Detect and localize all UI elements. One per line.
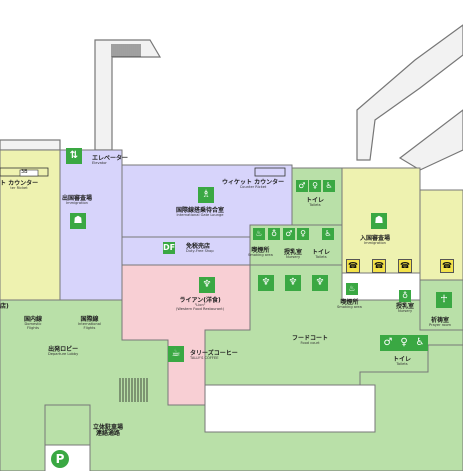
baby-bottle-icon: ♁: [268, 228, 280, 240]
telephone-icon: ☎: [440, 259, 454, 273]
duty-free-zone: [121, 236, 251, 266]
baby-bottle-icon: ♁: [399, 290, 411, 302]
intl-lounge-label: 国際線搭乗待合室 International Gate Lounge: [176, 207, 225, 218]
stairs-bottom: [119, 378, 148, 402]
prayer-label: 祈祷室 Prayer room: [429, 317, 452, 328]
prayer-icon: ☥: [436, 292, 452, 308]
parking-link-label: 立体駐車場 連絡通路: [93, 424, 124, 438]
toilet-lower-label: トイレ Toilets: [393, 356, 412, 367]
telephone-icon: ☎: [372, 259, 386, 273]
room-3b-label: 3B: [21, 169, 28, 175]
telephone-icon: ☎: [398, 259, 412, 273]
food-court-label: フードコート Food court: [292, 335, 329, 346]
toilet-icon: ♀: [309, 180, 321, 192]
parking-icon: P: [51, 450, 69, 468]
international-label: 国際線 International Flights: [78, 316, 101, 331]
toilet-icon: ♂: [296, 180, 308, 192]
toilet-upper-label: トイレ Toilets: [306, 197, 325, 208]
duty-free-label: 免税売店 Duty-Free Shop: [186, 243, 214, 254]
immigration-officer-icon: ☗: [371, 213, 387, 229]
telephone-icon: ☎: [346, 259, 360, 273]
fork-knife-icon: ♆: [258, 275, 274, 291]
elevator-label: エレベーター Elevator: [92, 155, 129, 166]
parking-corridor: [44, 404, 91, 446]
coffee-cup-icon: ☕: [168, 346, 184, 362]
toilet-icon: ♂: [283, 228, 295, 240]
elevator-icon: ⇅: [66, 148, 82, 164]
wheelchair-icon: ♿: [322, 228, 334, 240]
counter-left-label: ト カウンター ter Ricket: [0, 180, 39, 191]
smoking-icon: ♨: [346, 283, 358, 295]
immigration-right-label: 入国審査場 Immigration: [360, 235, 391, 246]
duty-free-bag-icon: DF: [163, 242, 176, 254]
toilet-icon: ♀: [297, 228, 309, 240]
wheelchair-icon: ♿: [412, 335, 428, 351]
smoking-icon: ♨: [253, 228, 265, 240]
wheelchair-icon: ♿: [323, 180, 335, 192]
toilet-icon: ♂: [380, 335, 396, 351]
nursery-right-label: 授乳室 Nursery: [396, 303, 415, 314]
food-court-zone: [204, 264, 463, 386]
departure-lobby-label: 出発ロビー Departure Lobby: [48, 346, 79, 357]
smoking-right-label: 喫煙所 Smoking area: [337, 299, 362, 310]
stairs-top: [111, 44, 141, 57]
left-cut-label: 店): [0, 303, 9, 310]
restaurant-label: ライアン(洋食) "Lion" (Western Food Restaurant…: [176, 297, 225, 312]
cafe-label: タリーズコーヒー TALLY'S COFFEE: [190, 350, 238, 361]
counter-desk-right: [254, 167, 286, 177]
toilet-icon: ♀: [396, 335, 412, 351]
fork-knife-icon: ♆: [312, 275, 328, 291]
structure-outline: [0, 24, 463, 171]
immigration-left-label: 出国審査場 Immigration: [62, 195, 93, 206]
toilet-mid-label: トイレ Toilets: [312, 249, 331, 260]
domestic-label: 国内線 Domestic Flights: [24, 316, 43, 331]
nursery-upper-label: 授乳室 Nursery: [284, 249, 303, 260]
fork-knife-icon: ♆: [285, 275, 301, 291]
immigration-officer-icon: ☗: [70, 213, 86, 229]
fork-knife-icon: ♆: [199, 277, 215, 293]
service-block: [204, 384, 376, 433]
room-3b: [19, 169, 39, 177]
ticket-counter-label: ウィケット カウンター Counter Ricket: [222, 179, 285, 190]
waiting-lounge-icon: ♗: [198, 187, 214, 203]
smoking-upper-label: 喫煙所 Smoking area: [248, 247, 273, 258]
